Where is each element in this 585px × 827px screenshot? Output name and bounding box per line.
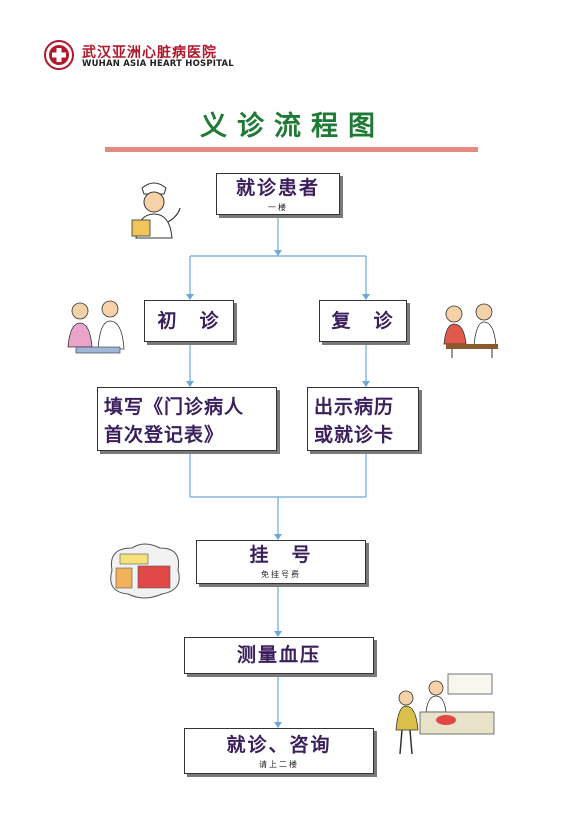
- step-blood-pressure-label: 测量血压: [236, 644, 321, 666]
- step-first-visit-label: 初 诊: [157, 310, 221, 332]
- step-register: 挂 号 免挂号费: [196, 540, 366, 584]
- step-consult-label: 就诊、咨询: [226, 734, 332, 756]
- registration-cards-clipart-icon: [110, 543, 180, 599]
- step-consult: 就诊、咨询 请上二楼: [184, 728, 374, 774]
- step-fill-form-line2: 首次登记表》: [104, 423, 225, 446]
- step-first-visit: 初 诊: [144, 300, 234, 342]
- step-return-visit-label: 复 诊: [331, 310, 395, 332]
- doctor-patient-clipart-icon: [443, 303, 498, 358]
- nurse-clipart-icon: [131, 182, 181, 239]
- step-fill-form: 填写《门诊病人 首次登记表》: [97, 387, 277, 451]
- step-blood-pressure: 测量血压: [184, 637, 374, 674]
- step-show-card: 出示病历 或就诊卡: [307, 387, 419, 451]
- hospital-name-cn: 武汉亚洲心脏病医院: [82, 45, 217, 61]
- step-patient-note: 一楼: [268, 202, 288, 212]
- step-return-visit: 复 诊: [319, 300, 407, 342]
- step-patient-label: 就诊患者: [235, 177, 320, 199]
- step-patient: 就诊患者 一楼: [216, 173, 340, 215]
- hospital-name-en: WUHAN ASIA HEART HOSPITAL: [82, 59, 234, 69]
- step-fill-form-line1: 填写《门诊病人: [104, 396, 245, 418]
- hospital-logo-icon: [44, 40, 74, 70]
- consultation-clipart-icon: [67, 300, 125, 354]
- triage-desk-clipart-icon: [395, 673, 495, 755]
- step-show-card-line1: 出示病历: [314, 396, 395, 418]
- title-divider: [105, 147, 478, 152]
- step-consult-note: 请上二楼: [259, 759, 299, 769]
- step-register-note: 免挂号费: [261, 569, 301, 579]
- page-title: 义诊流程图: [200, 111, 385, 142]
- step-register-label: 挂 号: [249, 544, 313, 566]
- step-show-card-line2: 或就诊卡: [314, 423, 395, 446]
